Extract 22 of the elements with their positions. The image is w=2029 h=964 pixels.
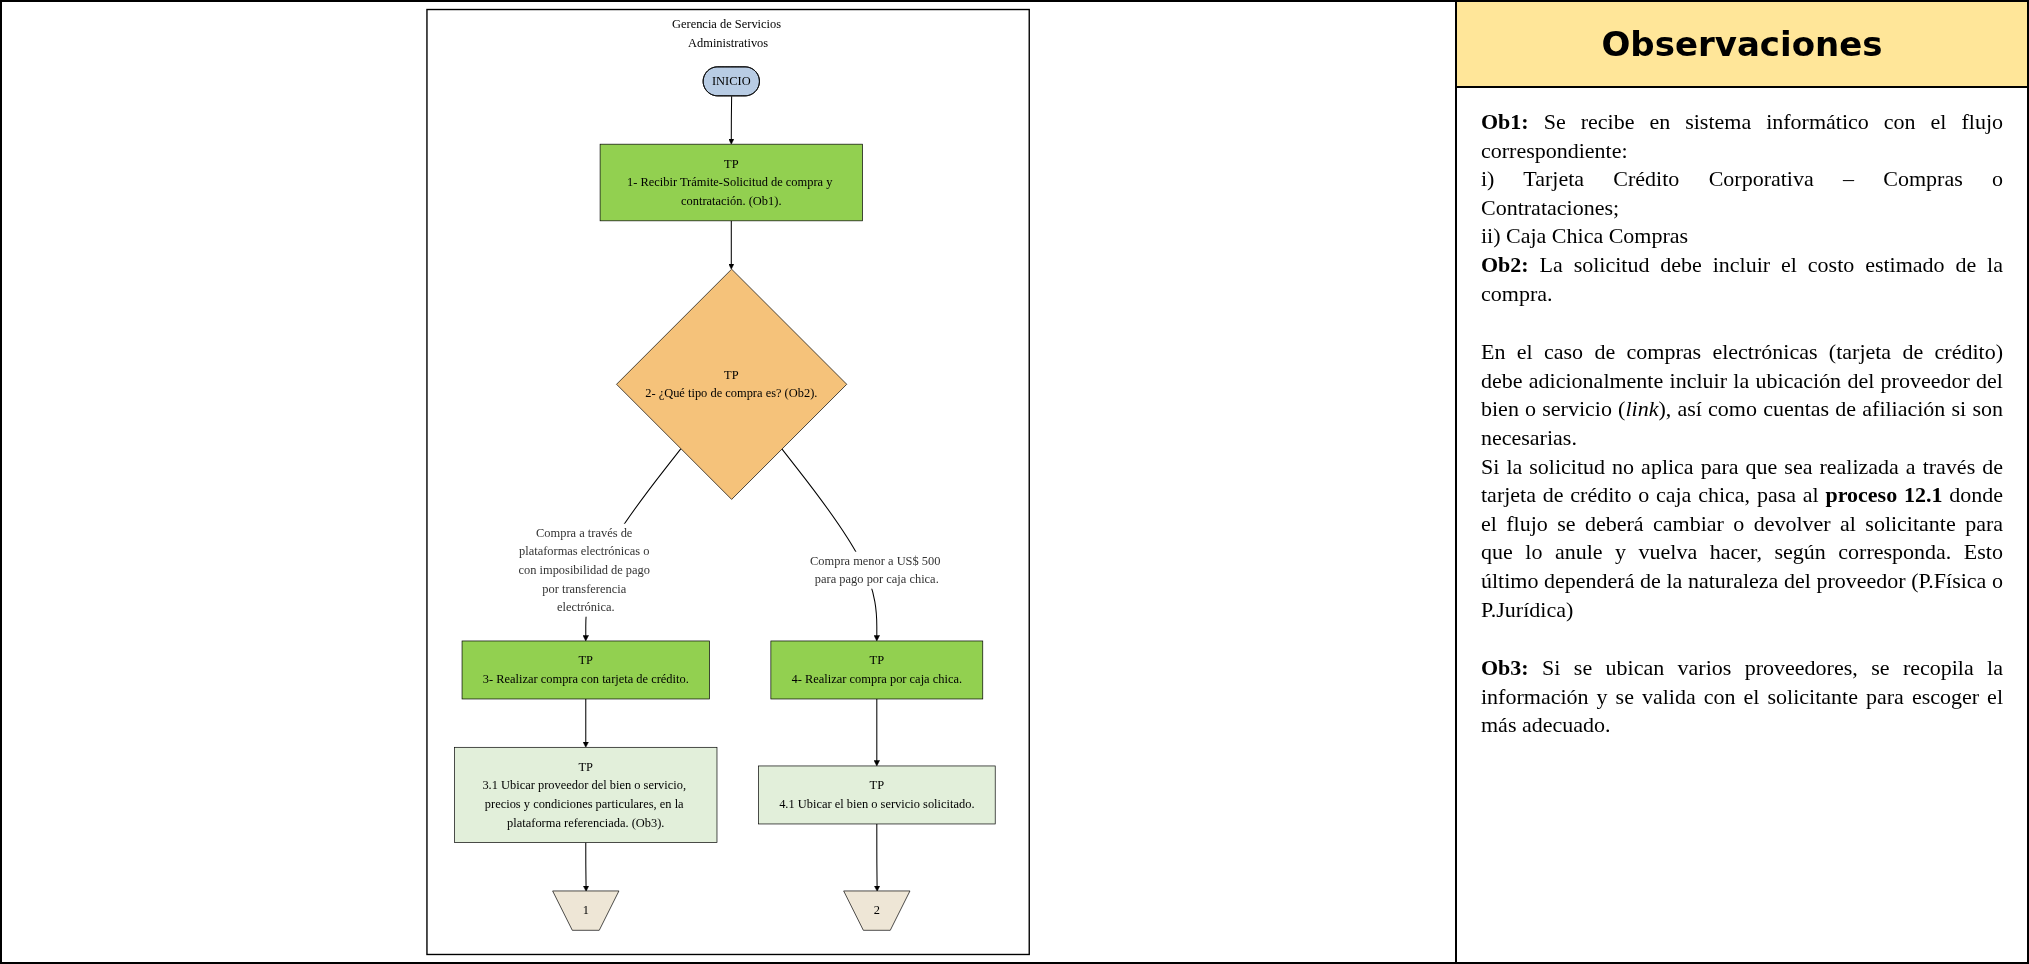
- arrow: [583, 842, 590, 892]
- note-text: Si la solicitud no aplica para que sea realizada a través de tarjeta de crédito o caja chica, pasa al proceso 12.1 donde el flujo se deberá cambiar o devolver al solicitante para que lo anule y vuelva hacer, según corresponda. Esto último dependerá de la naturaleza del proveedor (P.Física o P.Jurídica): [1481, 452, 2003, 624]
- edge-label: Compra a través de plataformas electrónicas o con imposibilidad de pago por transferencia electrónica.: [518, 525, 651, 615]
- edge-label: Compra menor a US$ 500 para pago por caja chica.: [810, 553, 941, 587]
- arrow: [874, 698, 881, 767]
- node-box: TP 1- Recibir Trámite-Solicitud de compra y contratación. (Ob1).: [600, 143, 864, 222]
- column-header: Observaciones: [1457, 2, 2027, 88]
- node-box: TP 4- Realizar compra por caja chica.: [770, 640, 984, 700]
- node-box: TP 3.1 Ubicar proveedor del bien o servicio, precios y condiciones particulares, en la plataforma referenciada. (Ob3).: [454, 746, 718, 843]
- node-box: TP 3- Realizar compra con tarjeta de crédito.: [462, 640, 711, 700]
- arrow: [583, 698, 590, 748]
- arrow: [874, 823, 881, 892]
- arrow: [728, 95, 735, 145]
- note-text: En el caso de compras electrónicas (tarjeta de crédito) debe adicionalmente incluir la ubicación del proveedor del bien o servicio (link), así como cuentas de afiliación si son necesarias.: [1481, 338, 2003, 452]
- node-box: TP 4.1 Ubicar el bien o servicio solicitado.: [758, 765, 996, 825]
- note-text: ii) Caja Chica Compras: [1481, 222, 1690, 251]
- note-text: Ob1: Se recibe en sistema informático con el flujo correspondiente:: [1481, 108, 2003, 165]
- arrow: [728, 220, 735, 270]
- note-text: Ob2: La solicitud debe incluir el costo estimado de la compra.: [1481, 250, 2003, 308]
- note-text: i) Tarjeta Crédito Corporativa – Compras o Contrataciones;: [1481, 165, 2003, 222]
- node-diamond: TP 2- ¿Qué tipo de compra es? (Ob2).: [616, 268, 848, 500]
- note-text: Ob3: Si se ubican varios proveedores, se recopila la información y se valida con el solicitante para escoger el más adecuado.: [1481, 654, 2003, 740]
